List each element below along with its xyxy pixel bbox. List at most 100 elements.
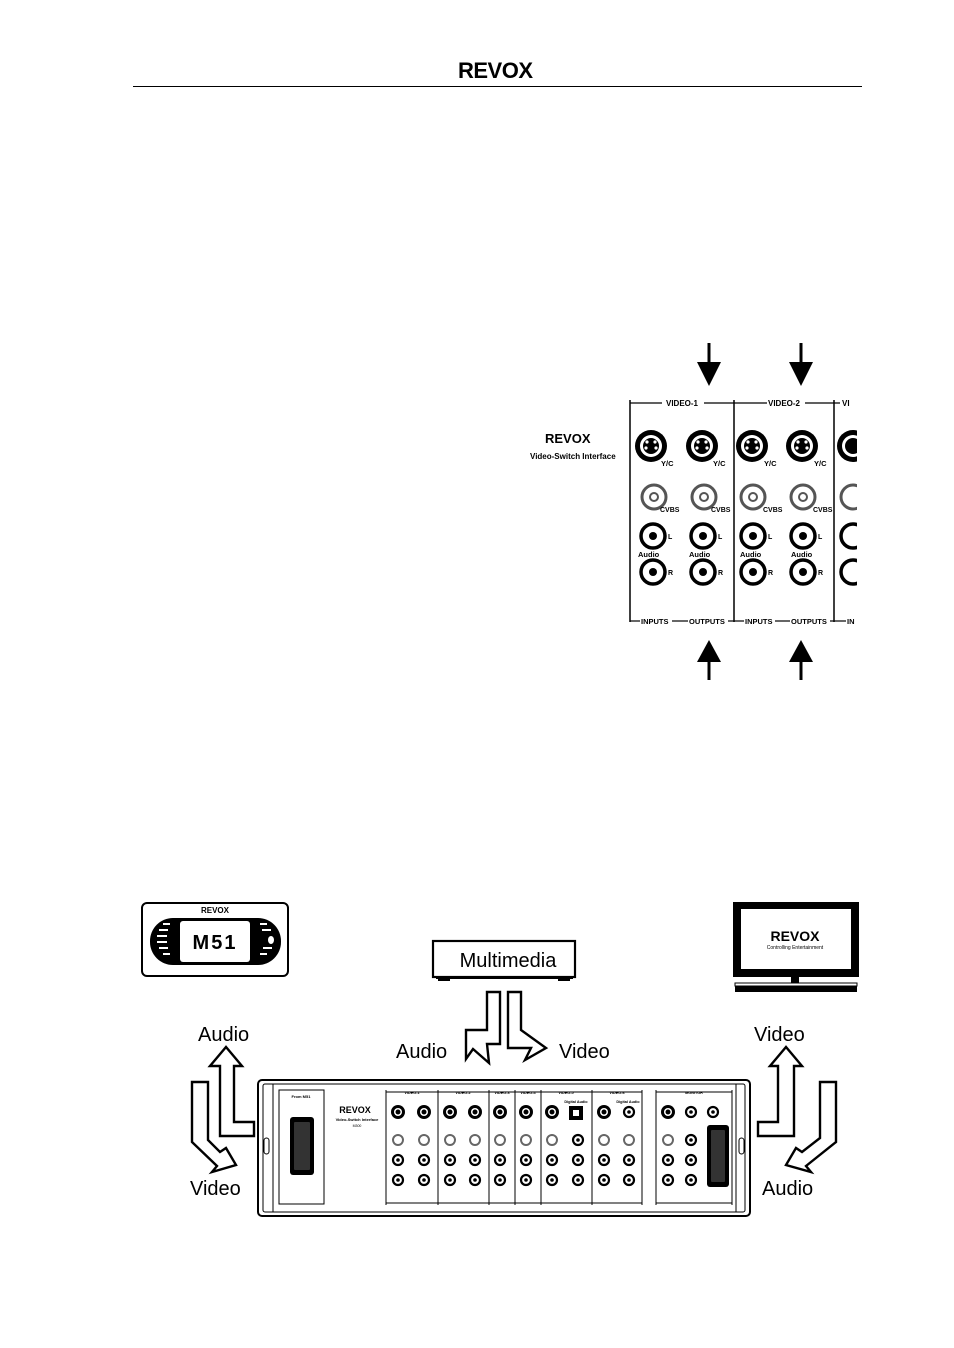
rack-section-video5: VIDEO-5	[558, 1091, 573, 1095]
rack-connector	[689, 1158, 693, 1162]
label-left: L	[718, 534, 723, 541]
rack-connector	[602, 1158, 606, 1162]
rack-connector	[472, 1109, 478, 1115]
multimedia-label: Multimedia	[460, 950, 558, 972]
rack-device-name: Video-Switch Interface	[336, 1117, 380, 1122]
arrow-left-video-down	[190, 1080, 238, 1175]
rack-model-line: M300	[353, 1124, 362, 1128]
rack-connector	[421, 1109, 427, 1115]
arrow-right-video-up	[756, 1045, 805, 1138]
rack-connector	[520, 1134, 532, 1146]
connector-column-video1-in	[635, 430, 668, 586]
label-yc: Y/C	[713, 459, 726, 468]
multimedia-box: Multimedia	[431, 939, 577, 981]
label-cvbs: CVBS	[711, 507, 731, 514]
label-right: R	[718, 570, 723, 577]
rack-connector	[498, 1178, 502, 1182]
connector-column-video1-out	[686, 430, 718, 586]
rack-connector	[711, 1110, 715, 1114]
rack-connector	[447, 1109, 453, 1115]
connector-column-video3-partial	[837, 430, 857, 586]
label-left: L	[668, 534, 673, 541]
rack-from-label: From M51	[292, 1094, 312, 1099]
right-down-label: Audio	[762, 1178, 813, 1200]
system-diagram: REVOX M51 REVOX Controlling Entertainmen…	[141, 902, 859, 1217]
rack-section-video1: VIDEO-1	[404, 1091, 419, 1095]
label-cvbs: CVBS	[813, 507, 833, 514]
rack-connector	[497, 1109, 503, 1115]
left-up-label: Audio	[198, 1024, 249, 1046]
label-left: L	[768, 534, 773, 541]
rack-connector	[689, 1110, 693, 1114]
rack-connector	[627, 1178, 631, 1182]
rack-connectors	[391, 1105, 720, 1187]
connector-column-video2-out	[786, 430, 818, 586]
group-bottom-inputs-2: INPUTS	[745, 617, 773, 626]
group-bottom-inputs-3-partial: IN	[847, 617, 855, 626]
rack-connector	[395, 1109, 401, 1115]
rack-connector	[392, 1134, 404, 1146]
arrow-down-video1-output	[697, 343, 721, 386]
rack-connector	[550, 1158, 554, 1162]
group-bottom-outputs-2: OUTPUTS	[791, 617, 827, 626]
rack-connector	[524, 1178, 528, 1182]
rack-connector	[422, 1178, 426, 1182]
rack-connector	[469, 1134, 481, 1146]
rack-section-monitor: MONITOR	[685, 1091, 703, 1095]
rack-connector	[523, 1109, 529, 1115]
rack-connector	[689, 1178, 693, 1182]
rack-digital-audio-6: Digital Audio	[616, 1100, 640, 1104]
label-audio: Audio	[791, 550, 813, 559]
tv-tagline: Controlling Entertainment	[767, 945, 824, 951]
label-audio: Audio	[689, 550, 711, 559]
label-audio: Audio	[638, 550, 660, 559]
label-cvbs: CVBS	[660, 507, 680, 514]
rack-section-video4: VIDEO-4	[520, 1091, 536, 1095]
rack-connector	[448, 1158, 452, 1162]
rack-section-video2: VIDEO-2	[455, 1091, 470, 1095]
rack-connector	[666, 1158, 670, 1162]
rack-brand: REVOX	[339, 1105, 371, 1115]
rack-connector	[546, 1134, 558, 1146]
tv-brand: REVOX	[770, 928, 820, 944]
arrow-down-video2-output	[789, 343, 813, 386]
remote-model: M51	[193, 932, 238, 954]
group-bottom-inputs-1: INPUTS	[641, 617, 669, 626]
remote-brand: REVOX	[201, 906, 230, 915]
rack-connector	[576, 1138, 580, 1142]
rack-connector	[473, 1178, 477, 1182]
rack-digital-audio-5: Digital Audio	[564, 1100, 588, 1104]
group-title-video1: VIDEO-1	[666, 399, 699, 408]
group-title-video2: VIDEO-2	[768, 399, 801, 408]
rack-connector	[396, 1158, 400, 1162]
connector-column-video2-in	[736, 430, 768, 586]
video-switch-rack: From M51 REVOX Video-Switch Interface M3…	[257, 1079, 751, 1217]
rack-connector	[623, 1134, 635, 1146]
revox-logo: REVOX	[458, 58, 533, 83]
tv-monitor: REVOX Controlling Entertainment	[733, 902, 859, 992]
rack-connector	[524, 1158, 528, 1162]
label-right: R	[768, 570, 773, 577]
rack-connector	[418, 1134, 430, 1146]
header-rule	[133, 86, 862, 87]
multimedia-video-label: Video	[559, 1041, 610, 1063]
label-yc: Y/C	[814, 459, 827, 468]
panel-device-name: Video-Switch Interface	[530, 452, 616, 461]
arrow-up-video1-output	[697, 640, 721, 680]
remote-m51: REVOX M51	[141, 902, 289, 977]
arrow-up-video2-output	[789, 640, 813, 680]
group-bottom-outputs-1: OUTPUTS	[689, 617, 725, 626]
rack-connector	[422, 1158, 426, 1162]
arrow-multimedia-video	[506, 990, 549, 1064]
rack-connector	[627, 1110, 631, 1114]
label-yc: Y/C	[661, 459, 674, 468]
rack-connector	[576, 1158, 580, 1162]
rack-connector	[473, 1158, 477, 1162]
rack-connector	[494, 1134, 506, 1146]
multimedia-audio-label: Audio	[396, 1041, 447, 1063]
arrow-multimedia-audio	[464, 990, 502, 1066]
group-title-video3-partial: VI	[842, 399, 850, 408]
rack-connector	[665, 1109, 671, 1115]
label-audio: Audio	[740, 550, 762, 559]
rack-connector	[662, 1134, 674, 1146]
